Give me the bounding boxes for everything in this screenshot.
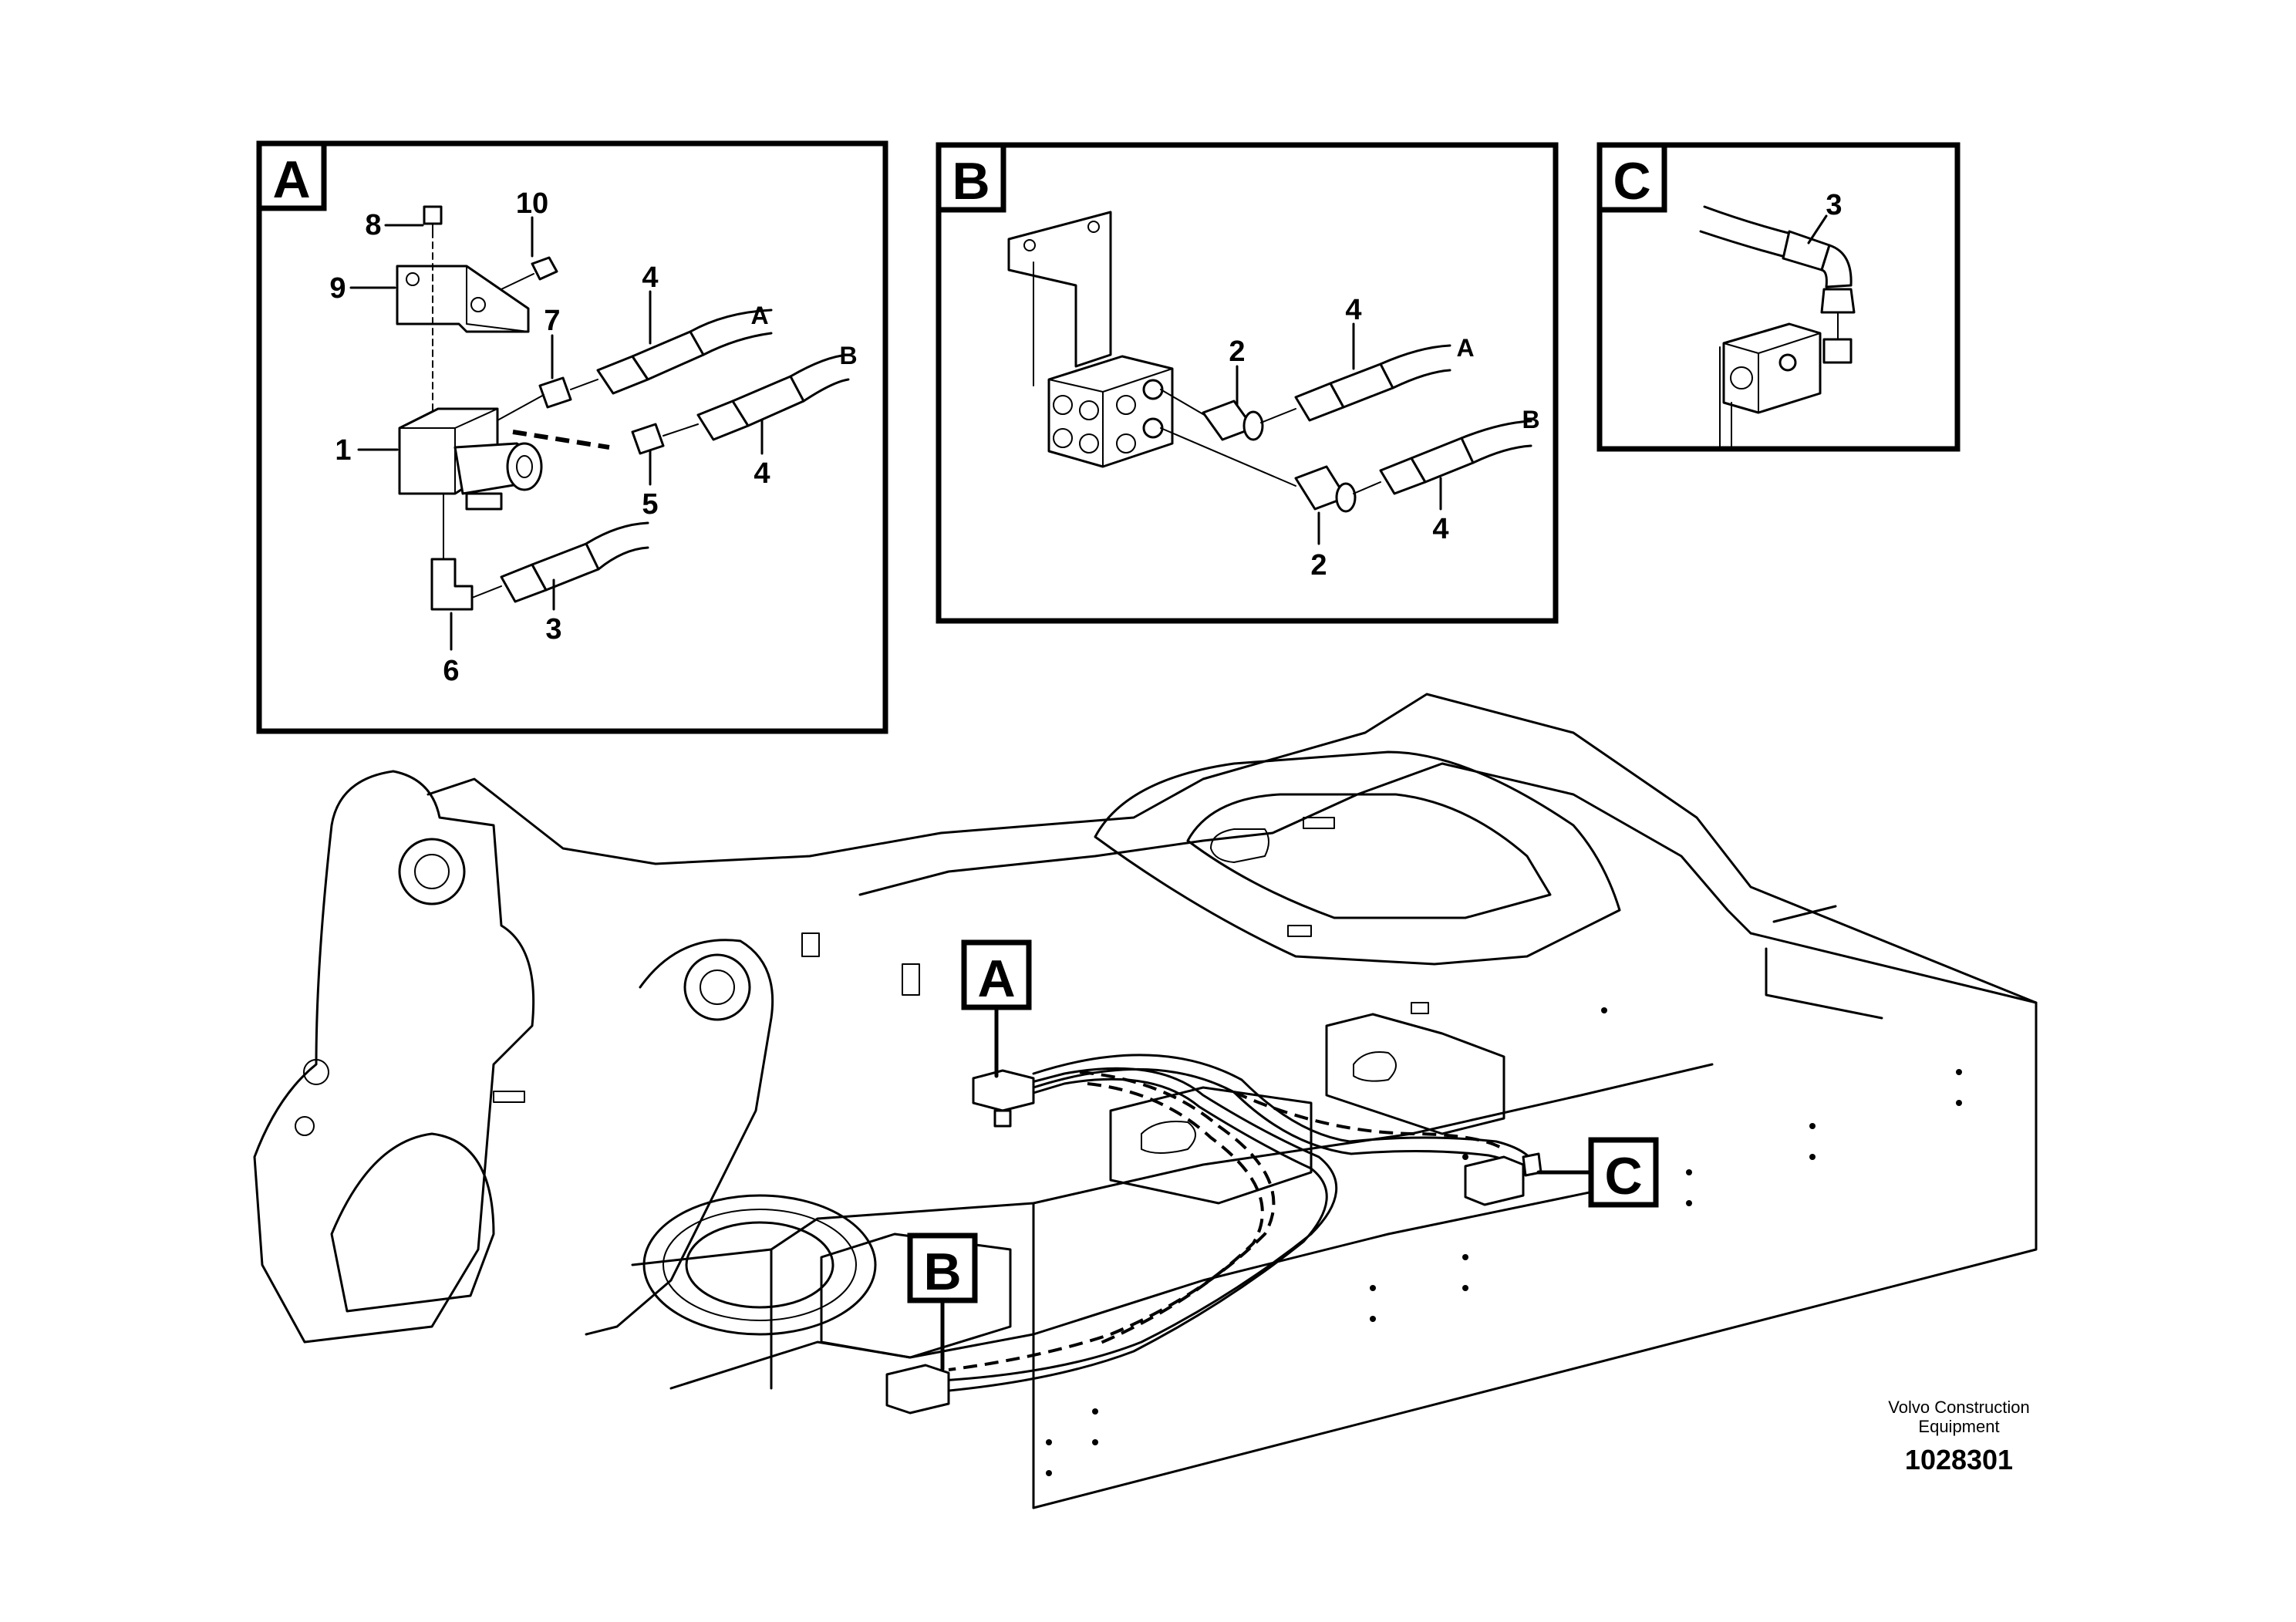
callout-a-4-top: 4 bbox=[642, 261, 658, 294]
detail-c-letter: C bbox=[1613, 152, 1650, 211]
callout-a-9: 9 bbox=[329, 272, 346, 305]
callout-a-4-bottom: 4 bbox=[754, 457, 770, 490]
detail-b-letter: B bbox=[952, 152, 990, 211]
callout-a-1: 1 bbox=[335, 434, 351, 467]
view-label-b: B bbox=[907, 1233, 978, 1371]
company-name-line1: Volvo Construction bbox=[1888, 1398, 2029, 1417]
title-block: Volvo Construction Equipment 1028301 bbox=[1888, 1398, 2029, 1475]
valve-body-b bbox=[1047, 355, 1174, 468]
company-name-line2: Equipment bbox=[1918, 1417, 1999, 1436]
upper-frame-assembly bbox=[253, 693, 2038, 1509]
hose-3-c bbox=[1699, 205, 1856, 340]
frame-holes bbox=[1046, 1007, 1962, 1476]
solenoid-valve-block bbox=[398, 407, 543, 511]
hose-4-lower-b bbox=[1379, 420, 1532, 495]
detail-b-panel: B bbox=[936, 142, 1559, 624]
callout-b-4-top: 4 bbox=[1345, 294, 1361, 326]
hose-4-lower bbox=[696, 353, 850, 441]
mounting-bracket-b bbox=[1007, 211, 1112, 386]
callout-a-7: 7 bbox=[544, 305, 560, 337]
callout-a-6: 6 bbox=[443, 655, 459, 687]
callout-b-4-bottom: 4 bbox=[1432, 513, 1448, 545]
electrical-lead bbox=[512, 430, 610, 450]
drawing-number: 1028301 bbox=[1905, 1444, 2013, 1475]
view-label-a-letter: A bbox=[977, 949, 1015, 1008]
detail-a-letter: A bbox=[272, 150, 310, 209]
callout-b-hose-a: A bbox=[1456, 334, 1474, 362]
view-label-b-letter: B bbox=[923, 1243, 961, 1301]
view-label-a: A bbox=[961, 939, 1032, 1078]
hose-3 bbox=[500, 521, 649, 603]
callout-a-3: 3 bbox=[545, 613, 561, 646]
hose-routing bbox=[885, 1054, 1542, 1415]
detail-a-panel: A bbox=[256, 140, 888, 734]
callout-b-2-bottom: 2 bbox=[1310, 549, 1327, 582]
bolt-8 bbox=[423, 205, 443, 236]
hose-4-upper-b bbox=[1294, 344, 1451, 422]
callout-b-2-top: 2 bbox=[1229, 336, 1245, 368]
callout-a-10: 10 bbox=[516, 187, 548, 220]
bolt-10 bbox=[501, 256, 558, 290]
view-label-c-letter: C bbox=[1604, 1147, 1642, 1206]
fitting-5 bbox=[631, 423, 699, 455]
hose-4-upper bbox=[596, 309, 773, 395]
valve-body-c bbox=[1719, 322, 1853, 450]
view-label-c: C bbox=[1536, 1137, 1659, 1208]
callout-c-3: 3 bbox=[1826, 189, 1842, 221]
detail-c-panel: C 3 bbox=[1596, 142, 1961, 452]
mounting-bracket bbox=[396, 231, 530, 423]
callout-a-8: 8 bbox=[365, 209, 381, 241]
callout-a-hose-a: A bbox=[750, 302, 768, 329]
fitting-7 bbox=[497, 376, 598, 421]
elbow-fitting-6 bbox=[430, 493, 502, 611]
callout-b-hose-b: B bbox=[1522, 406, 1539, 433]
elbow-2-upper bbox=[1160, 389, 1296, 441]
callout-a-hose-b: B bbox=[839, 342, 857, 369]
callout-a-5: 5 bbox=[642, 488, 658, 521]
elbow-2-lower bbox=[1160, 427, 1381, 513]
